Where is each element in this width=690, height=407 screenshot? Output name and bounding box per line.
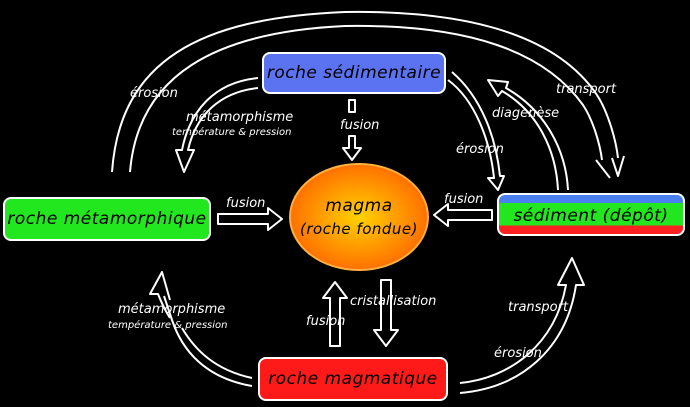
arrow-magmatique-to-meta-2 — [163, 295, 253, 387]
node-roche-metamorphique-label: roche métamorphique — [7, 209, 207, 229]
label-transport-bottom: transport — [508, 300, 569, 315]
node-roche-sedimentaire-label: roche sédimentaire — [266, 63, 442, 83]
label-transport-top: transport — [556, 82, 617, 97]
node-sediment-depot-label: sédiment (dépôt) — [513, 205, 669, 226]
label-diagenese: diagenèse — [492, 106, 560, 121]
node-roche-metamorphique: roche métamorphique — [3, 197, 211, 241]
arrow-fusion-magmatique-to-magma — [322, 281, 348, 347]
arrow-fusion-depot-to-magma — [433, 203, 493, 227]
node-roche-magmatique-label: roche magmatique — [268, 369, 438, 389]
label-erosion-top-left: érosion — [130, 86, 178, 101]
arrow-magmatique-to-depot — [459, 257, 585, 394]
arc-erosion-transport-top — [111, 10, 625, 177]
label-erosion-bottom: érosion — [494, 346, 542, 361]
arrow-fusion-meta-to-magma — [217, 207, 283, 231]
label-erosion-right: érosion — [456, 142, 504, 157]
magma-sublabel: (roche fondue) — [299, 220, 419, 238]
arrow-cristallisation — [373, 279, 399, 347]
node-roche-sedimentaire: roche sédimentaire — [262, 52, 446, 94]
arrow-magmatique-to-meta — [149, 271, 253, 379]
label-metamorphisme-top: métamorphisme — [186, 110, 294, 125]
label-fusion-bottom: fusion — [306, 314, 346, 329]
arrow-sed-to-depot — [447, 71, 505, 191]
node-roche-magmatique: roche magmatique — [258, 357, 448, 401]
node-magma: magma (roche fondue) — [289, 163, 429, 271]
magma-label: magma — [325, 196, 393, 216]
label-metamorphisme-top-sub: température & pression — [172, 127, 292, 138]
label-cristallisation: cristallisation — [350, 294, 437, 309]
node-sediment-depot: sédiment (dépôt) — [497, 193, 685, 236]
arrow-fusion-sed-to-magma — [342, 99, 362, 161]
label-fusion-right: fusion — [444, 192, 484, 207]
arrow-sed-to-meta — [175, 77, 259, 173]
label-metamorphisme-bottom-sub: température & pression — [108, 320, 228, 331]
arc-erosion-transport-top-inner — [129, 24, 611, 179]
arrow-depot-to-sed — [487, 79, 569, 191]
label-metamorphisme-bottom: métamorphisme — [118, 302, 226, 317]
label-fusion-left: fusion — [226, 196, 266, 211]
label-fusion-top: fusion — [340, 118, 380, 133]
